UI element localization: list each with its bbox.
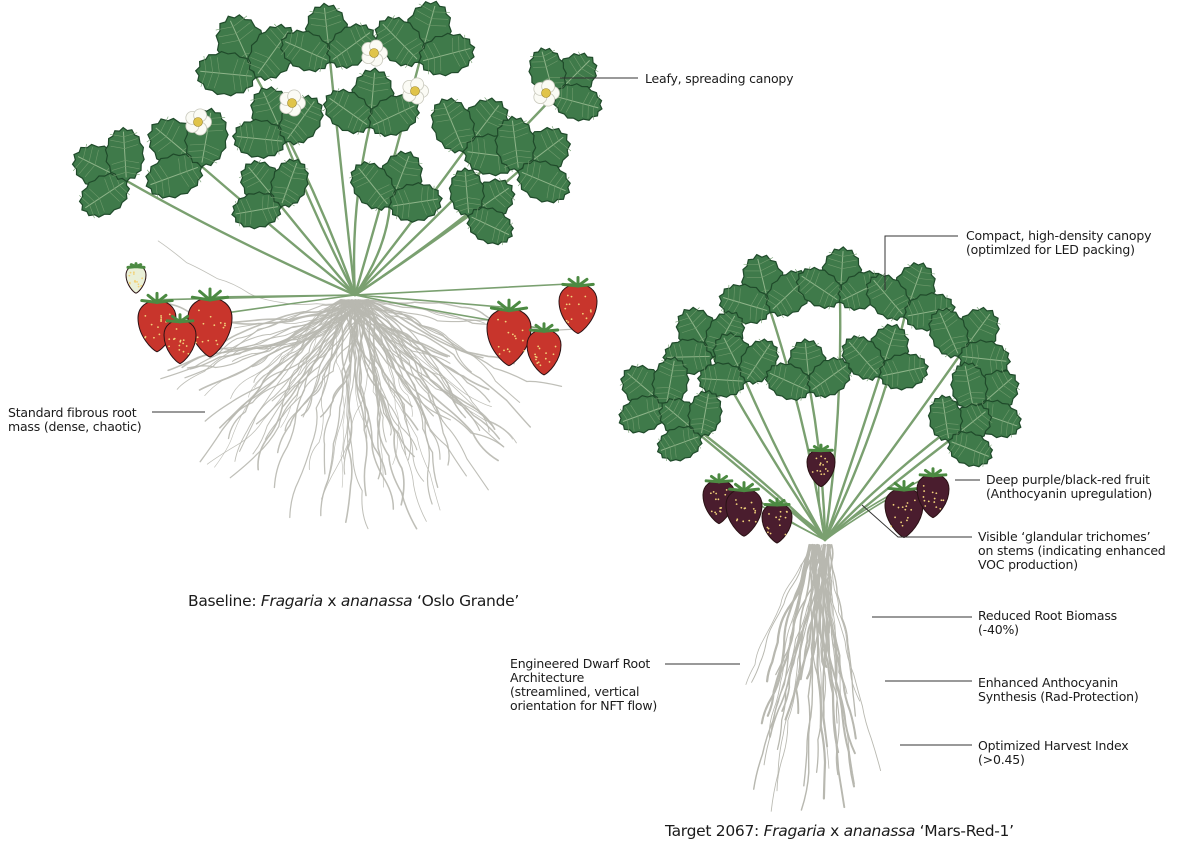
stem <box>210 295 355 297</box>
label-enhanced-anthocyanin: Enhanced Anthocyanin Synthesis (Rad-Prot… <box>978 676 1139 704</box>
white-flower <box>403 78 429 104</box>
stem <box>125 180 355 295</box>
purple-strawberry <box>762 499 792 543</box>
red-strawberry <box>527 324 561 375</box>
red-strawberry <box>487 300 531 366</box>
label-leafy-canopy: Leafy, spreading canopy <box>645 72 793 86</box>
label-glandular-trichomes: Visible ‘glandular trichomes’ on stems (… <box>978 530 1166 572</box>
stem <box>355 205 390 295</box>
label-dwarf-root-architecture: Engineered Dwarf Root Architecture (stre… <box>510 657 657 713</box>
target-caption: Target 2067: Fragaria x ananassa ‘Mars-R… <box>665 822 1014 840</box>
target-dwarf-roots <box>746 545 881 811</box>
purple-strawberry <box>726 483 762 537</box>
label-reduced-root-biomass: Reduced Root Biomass (-40%) <box>978 609 1117 637</box>
label-compact-canopy: Compact, high-density canopy (optimlzed … <box>966 229 1151 257</box>
purple-strawberry <box>807 445 835 487</box>
red-strawberry <box>164 315 196 364</box>
stem <box>355 215 470 295</box>
label-purple-fruit: Deep purple/black-red fruit (Anthocyanin… <box>986 473 1152 501</box>
unripe-strawberry <box>126 264 146 294</box>
target-compact-canopy <box>612 246 1028 473</box>
stem <box>355 284 578 296</box>
baseline-caption: Baseline: Fragaria x ananassa ‘Oslo Gran… <box>188 592 519 610</box>
baseline-leafy-canopy <box>65 0 607 252</box>
label-fibrous-root-mass: Standard fibrous root mass (dense, chaot… <box>8 406 141 434</box>
label-harvest-index: Optimized Harvest Index (>0.45) <box>978 739 1128 767</box>
baseline-fibrous-roots <box>158 241 579 529</box>
red-strawberry <box>559 278 597 334</box>
